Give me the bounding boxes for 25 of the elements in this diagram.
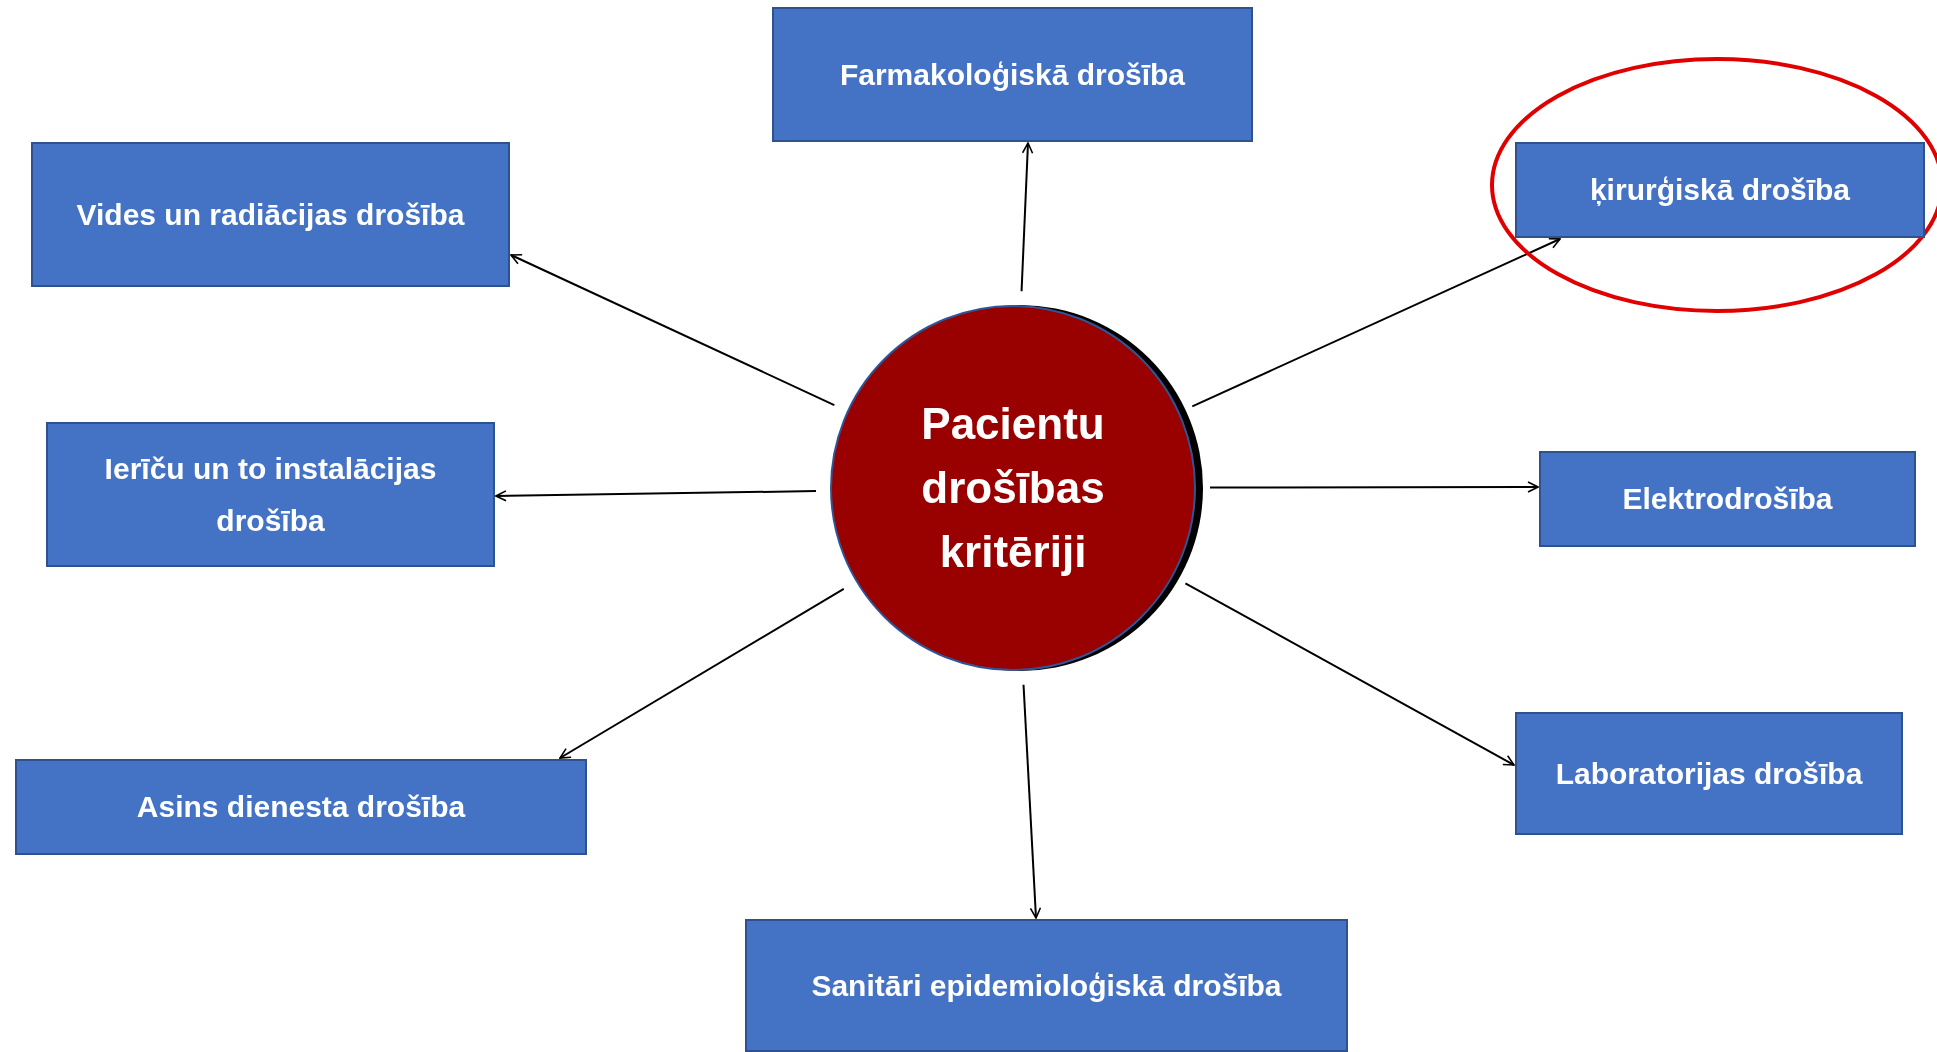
- arrow: [1191, 237, 1561, 408]
- category-box: [15, 759, 587, 855]
- arrow: [1209, 481, 1539, 493]
- circle-label: Pacientu drošības kritēriji: [920, 398, 1106, 578]
- box-label: Sanitāri epidemioloģiskā drošība: [811, 967, 1282, 1004]
- arrow: [1020, 142, 1034, 293]
- arrow: [1022, 683, 1042, 919]
- arrow: [495, 490, 817, 502]
- category-box: [1515, 142, 1925, 238]
- box-label: Vides un radiācijas drošība: [76, 196, 465, 233]
- category-box: [1515, 712, 1903, 835]
- box-label: Asins dienesta drošība: [136, 789, 466, 825]
- category-box: [772, 7, 1253, 142]
- box-label: Laboratorijas drošība: [1555, 755, 1863, 792]
- category-box: [1539, 451, 1916, 547]
- box-label: ķirurģiskā drošība: [1589, 172, 1851, 208]
- category-box: [46, 422, 495, 567]
- box-label: Farmakoloģiskā drošība: [839, 56, 1186, 93]
- arrow: [1184, 582, 1515, 766]
- category-box: [31, 142, 510, 287]
- arrow: [510, 253, 836, 407]
- box-label: Elektrodrošība: [1622, 481, 1833, 517]
- arrow: [559, 587, 845, 759]
- box-label: Ierīču un to instalācijas drošība: [103, 450, 438, 539]
- category-box: [745, 919, 1348, 1052]
